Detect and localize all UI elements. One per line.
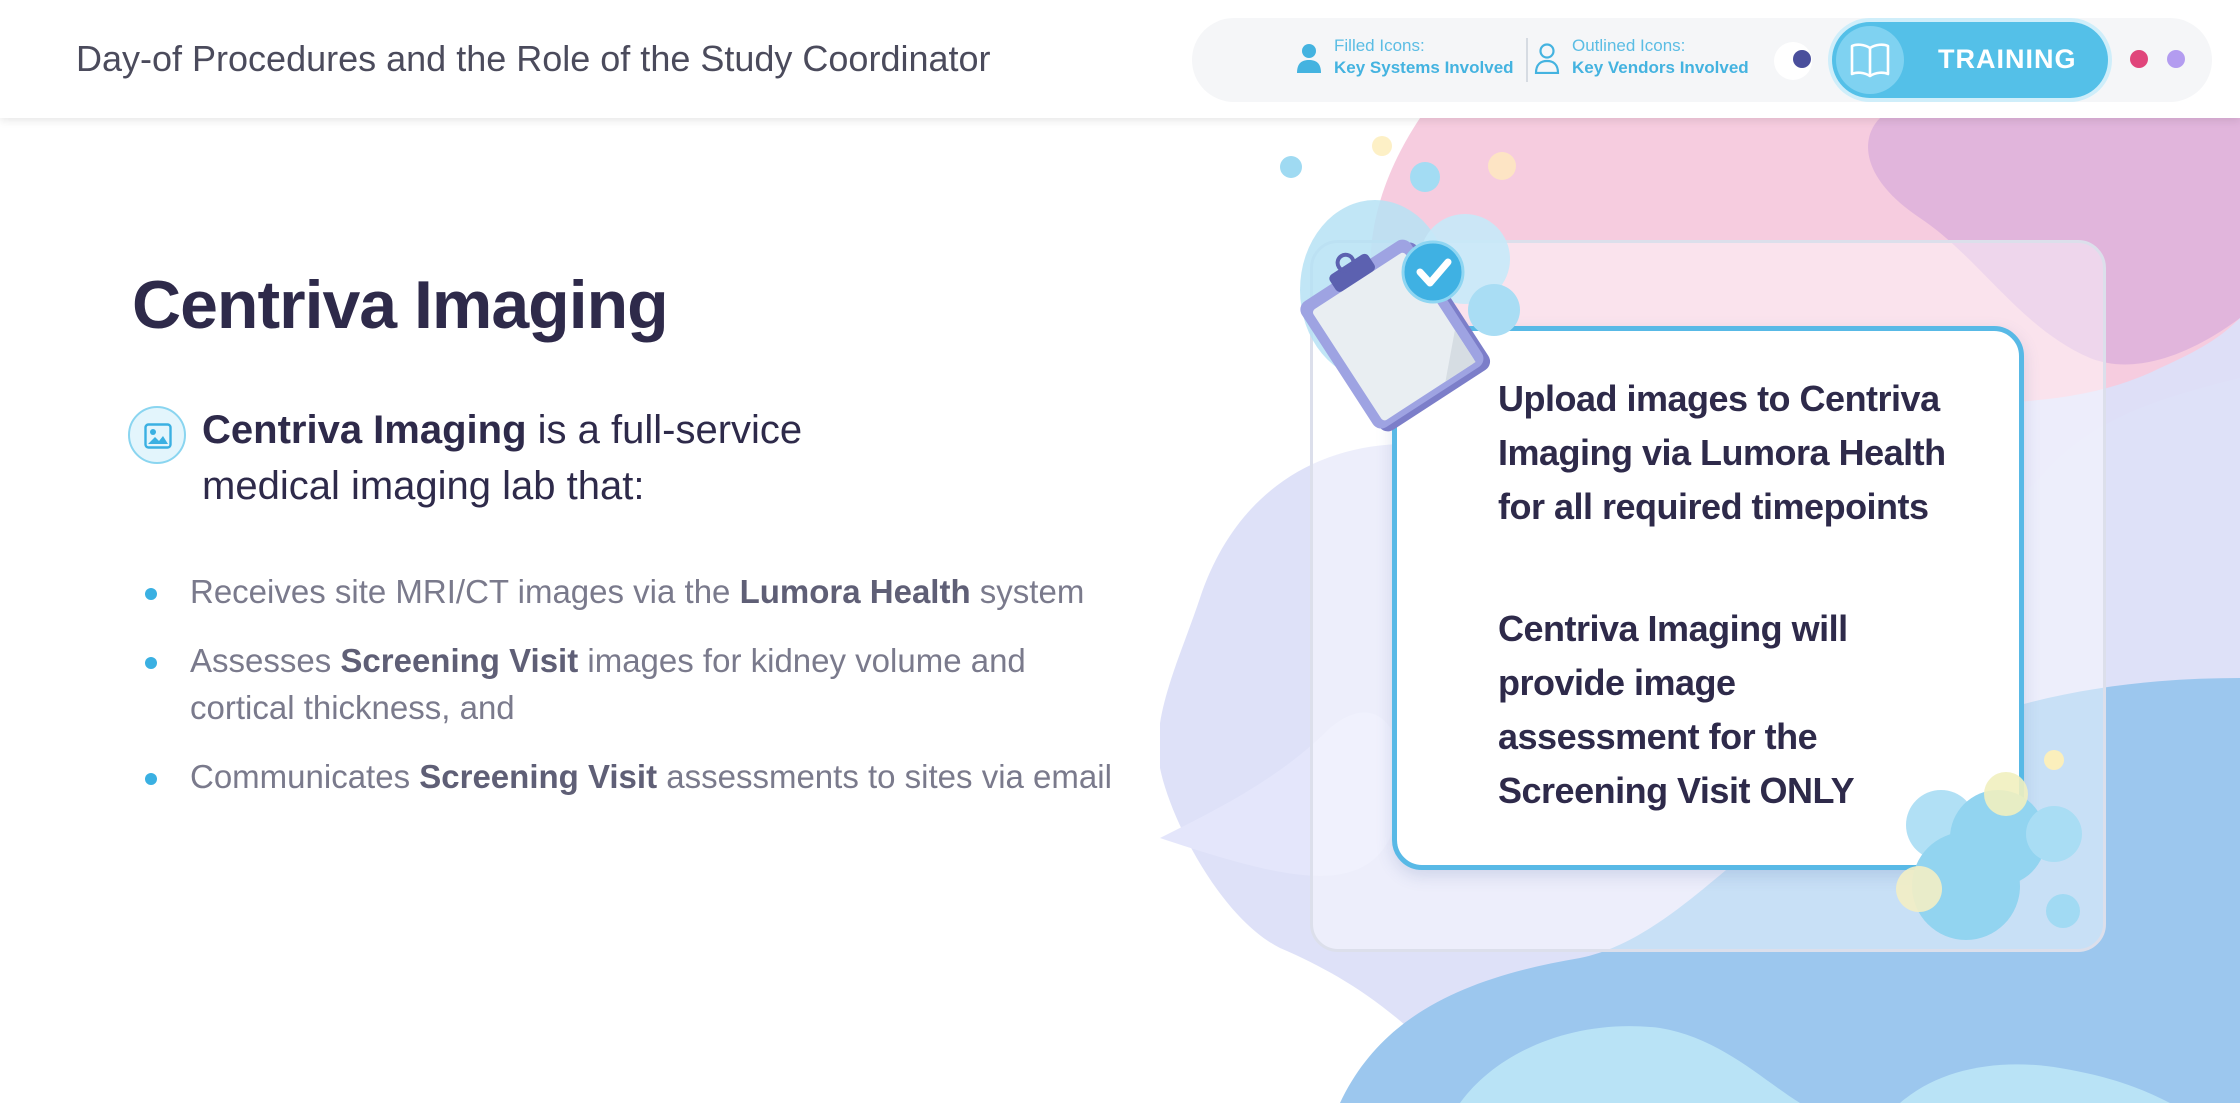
bullet-item-2: Assesses Screening Visit images for kidn… (190, 642, 1026, 680)
bubble (2026, 806, 2082, 862)
bubble (1280, 156, 1302, 178)
bullet-item-2-line-2: cortical thickness, and (190, 689, 515, 726)
bullet-item-1: Receives site MRI/CT images via the Lumo… (190, 573, 1084, 611)
bullet-text: assessments to sites via email (657, 758, 1112, 795)
bullet-bold: Lumora Health (739, 573, 971, 610)
card-line-4: Centriva Imaging will (1498, 608, 1848, 649)
card-line-6: assessment for the (1498, 716, 1818, 757)
header-bar: Day-of Procedures and the Role of the St… (0, 0, 2240, 118)
card-line-5: provide image (1498, 662, 1736, 703)
bullet-bold: Screening Visit (340, 642, 579, 679)
open-book-icon (1836, 26, 1904, 94)
training-button[interactable]: TRAINING (1832, 22, 2108, 98)
nav-dot-1[interactable] (1793, 50, 1811, 68)
intro-bold: Centriva Imaging (202, 408, 527, 452)
bubble (1410, 162, 1440, 192)
intro-text-line-2: medical imaging lab that: (202, 464, 645, 508)
legend-outlined-caption: Outlined Icons: (1572, 36, 1686, 55)
card-line-3: for all required timepoints (1498, 486, 1929, 527)
bullet-dot (145, 588, 157, 600)
bubble (2046, 894, 2080, 928)
info-card (1392, 326, 2024, 870)
page-header-title: Day-of Procedures and the Role of the St… (76, 38, 991, 79)
legend-filled-value: Key Systems Involved (1334, 58, 1514, 77)
training-button-label: TRAINING (1938, 44, 2077, 74)
bullet-dot (145, 773, 157, 785)
bubble (1468, 284, 1520, 336)
bubble (1488, 152, 1516, 180)
bullet-dot (145, 657, 157, 669)
bullet-text: Assesses (190, 642, 341, 679)
bubble (1896, 866, 1942, 912)
bullet-text: system (970, 573, 1085, 610)
bubble (1984, 772, 2028, 816)
bullet-text: images for kidney volume and (578, 642, 1026, 679)
legend-filled-caption: Filled Icons: (1334, 36, 1425, 55)
bullet-item-3: Communicates Screening Visit assessments… (190, 758, 1112, 796)
bullet-text: Communicates (190, 758, 420, 795)
nav-dot-2[interactable] (2130, 50, 2148, 68)
person-outlined-icon (1534, 43, 1560, 74)
intro-rest: is a full-service (526, 408, 803, 452)
card-line-7: Screening Visit ONLY (1498, 770, 1855, 811)
person-filled-icon (1297, 44, 1321, 73)
legend-outlined-value: Key Vendors Involved (1572, 58, 1749, 77)
bullet-text: Receives site MRI/CT images via the (190, 573, 740, 610)
bullet-bold: Screening Visit (419, 758, 658, 795)
intro-text: Centriva Imaging is a full-service (202, 408, 802, 453)
image-icon (128, 406, 186, 464)
bubble (2044, 750, 2064, 770)
bubble (1372, 136, 1392, 156)
clipboard-check-icon (1300, 239, 1491, 432)
legend-divider (1526, 38, 1528, 82)
card-line-1: Upload images to Centriva (1498, 378, 1940, 419)
page-title: Centriva Imaging (132, 267, 669, 343)
card-line-2: Imaging via Lumora Health (1498, 432, 1946, 473)
nav-dot-3[interactable] (2167, 50, 2185, 68)
